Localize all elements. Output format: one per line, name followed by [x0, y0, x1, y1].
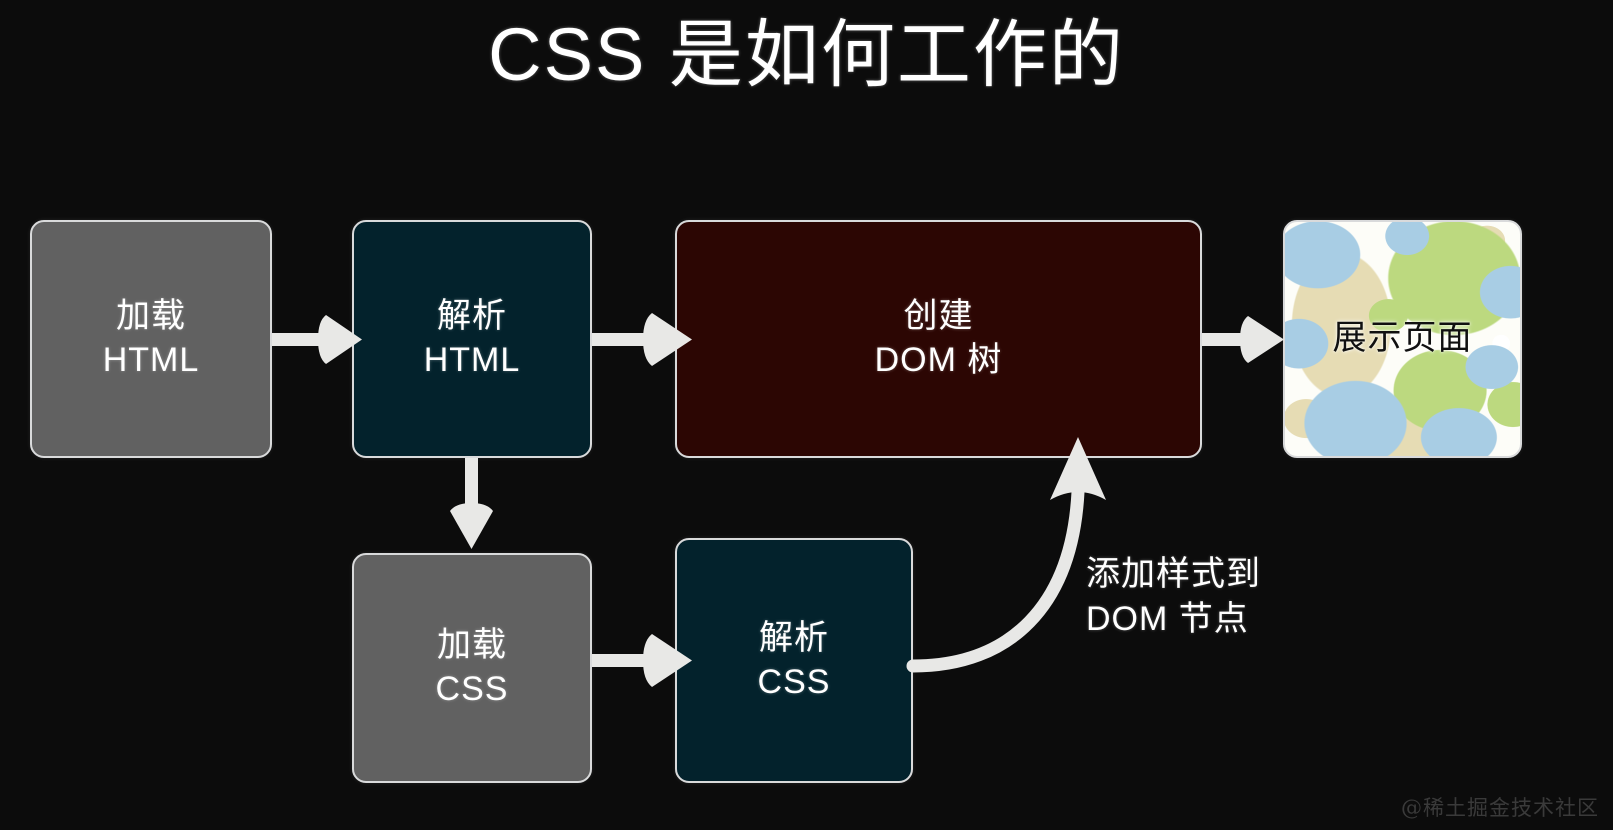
node-parse-html[interactable]: 解析 HTML [352, 220, 592, 458]
arrow-parse-css-to-create-dom [906, 437, 1106, 673]
node-label: 加载 HTML [102, 297, 200, 379]
node-label: 解析 CSS [757, 618, 831, 701]
arrow-parse-html-to-load-css [450, 458, 493, 549]
node-label: 解析 HTML [423, 297, 521, 379]
node-parse-css[interactable]: 解析 CSS [675, 538, 913, 783]
edge-label-add-styles-to-dom: 添加样式到 DOM 节点 [1086, 555, 1261, 638]
node-create-dom-tree[interactable]: 创建 DOM 树 [675, 220, 1202, 458]
page-title: CSS 是如何工作的 [488, 13, 1125, 96]
node-label: 展示页面 [1332, 319, 1473, 358]
node-label: 创建 DOM 树 [874, 297, 1003, 379]
node-label: 加载 CSS [435, 626, 509, 708]
node-load-html[interactable]: 加载 HTML [30, 220, 272, 458]
arrow-load-html-to-parse-html [272, 315, 362, 364]
node-load-css[interactable]: 加载 CSS [352, 553, 592, 783]
node-render-page[interactable]: 展示页面 [1283, 220, 1522, 458]
watermark: @稀土掘金技术社区 [1401, 796, 1599, 820]
arrow-create-dom-to-render-page [1202, 316, 1284, 363]
